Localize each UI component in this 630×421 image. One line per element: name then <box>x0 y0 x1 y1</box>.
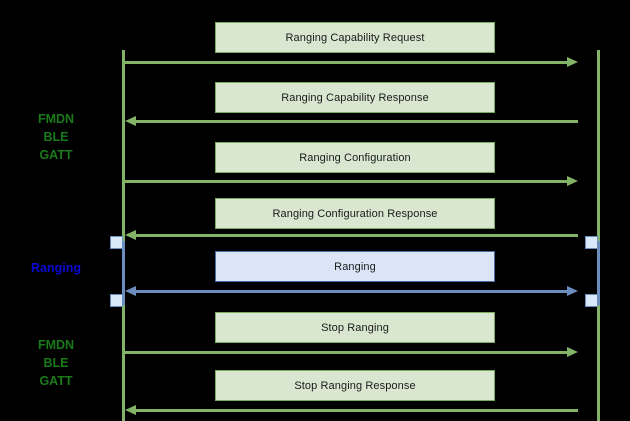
arrow-shaft <box>136 409 578 412</box>
message-label: Ranging Capability Request <box>285 31 425 44</box>
side-label-line: GATT <box>39 148 73 162</box>
message-box-ranging-configuration: Ranging Configuration <box>215 142 495 173</box>
arrow-shaft <box>125 351 567 354</box>
message-label: Stop Ranging <box>321 321 389 334</box>
side-label-line: BLE <box>43 356 69 370</box>
message-arrow-ranging-configuration <box>125 176 578 187</box>
message-arrow-stop-ranging-response <box>125 405 578 416</box>
arrow-head-right-icon <box>567 57 578 67</box>
arrow-shaft <box>125 61 567 64</box>
arrow-head-left-icon <box>125 286 136 296</box>
arrow-head-left-icon <box>125 116 136 126</box>
side-label-bottom-protocol: FMDN BLE GATT <box>8 336 104 390</box>
message-box-stop-ranging-response: Stop Ranging Response <box>215 370 495 401</box>
arrow-shaft <box>125 180 567 183</box>
lifeline-left-ranging <box>122 241 125 305</box>
arrow-head-left-icon <box>125 405 136 415</box>
lifeline-right-upper <box>597 50 600 241</box>
arrow-shaft <box>136 120 578 123</box>
arrow-shaft <box>136 290 567 293</box>
message-box-ranging: Ranging <box>215 251 495 282</box>
side-label-line: FMDN <box>37 112 75 126</box>
activation-box-right-start <box>585 236 598 249</box>
message-label: Ranging <box>334 260 376 273</box>
side-label-ranging-phase: Ranging <box>8 259 104 277</box>
lifeline-left-upper <box>122 50 125 241</box>
activation-box-left-end <box>110 294 123 307</box>
message-label: Ranging Configuration Response <box>272 207 438 220</box>
lifeline-left-lower <box>122 305 125 421</box>
message-box-stop-ranging: Stop Ranging <box>215 312 495 343</box>
activation-box-right-end <box>585 294 598 307</box>
message-arrow-stop-ranging <box>125 347 578 358</box>
activation-box-left-start <box>110 236 123 249</box>
arrow-head-right-icon <box>567 176 578 186</box>
lifeline-right-ranging <box>597 241 600 305</box>
message-box-ranging-capability-response: Ranging Capability Response <box>215 82 495 113</box>
arrow-head-right-icon <box>567 286 578 296</box>
message-arrow-ranging-configuration-response <box>125 230 578 241</box>
side-label-line: BLE <box>43 130 69 144</box>
message-label: Stop Ranging Response <box>294 379 416 392</box>
message-label: Ranging Capability Response <box>281 91 429 104</box>
side-label-line: FMDN <box>37 338 75 352</box>
message-label: Ranging Configuration <box>299 151 411 164</box>
side-label-line: GATT <box>39 374 73 388</box>
side-label-top-protocol: FMDN BLE GATT <box>8 110 104 164</box>
message-box-ranging-configuration-response: Ranging Configuration Response <box>215 198 495 229</box>
message-arrow-ranging-capability-request <box>125 57 578 68</box>
message-box-ranging-capability-request: Ranging Capability Request <box>215 22 495 53</box>
arrow-shaft <box>136 234 578 237</box>
side-label-line: Ranging <box>31 261 81 275</box>
arrow-head-right-icon <box>567 347 578 357</box>
arrow-head-left-icon <box>125 230 136 240</box>
lifeline-right-lower <box>597 305 600 421</box>
message-arrow-ranging-capability-response <box>125 116 578 127</box>
message-arrow-ranging-bidirectional <box>125 286 578 297</box>
